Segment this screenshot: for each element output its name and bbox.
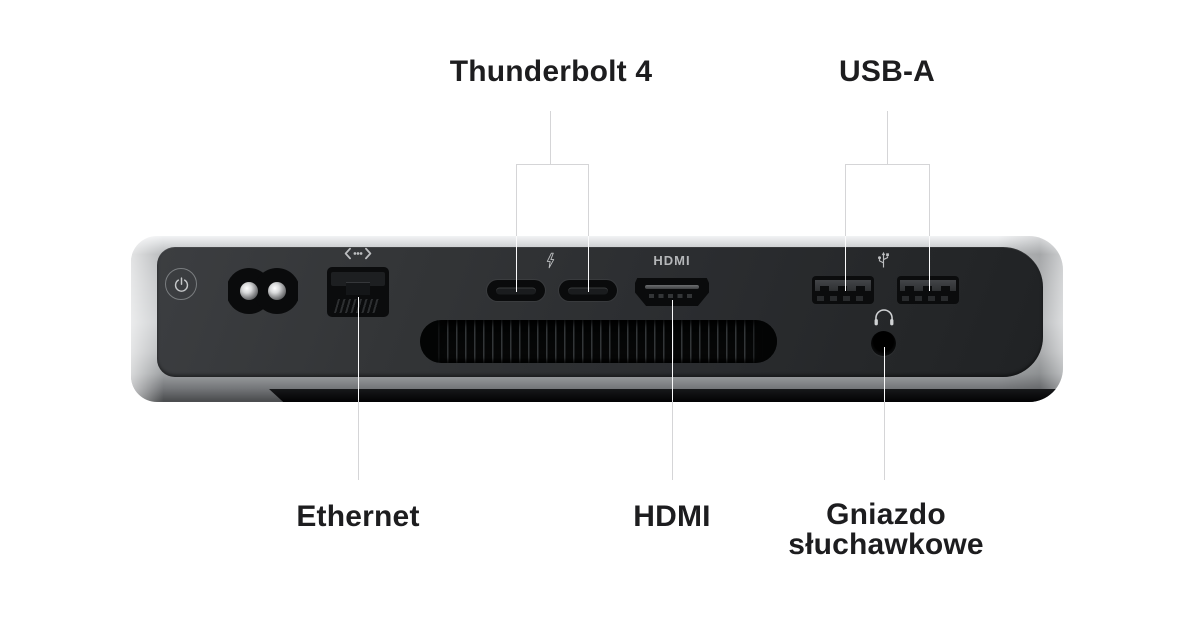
callout-line-usba-fork — [845, 164, 930, 165]
ethernet-icon — [343, 247, 373, 260]
callout-line-ethernet-on-device — [358, 297, 359, 400]
callout-line-thunderbolt-stem — [550, 111, 551, 164]
usba-tongue — [900, 280, 956, 291]
usba-pins — [817, 296, 869, 301]
callout-line-hdmi-on-device — [672, 300, 673, 400]
ethernet-connector-tab — [346, 283, 370, 295]
headphones-icon — [873, 308, 895, 327]
usb-a-port-2 — [897, 276, 959, 304]
callout-line-thunderbolt-branch-1 — [516, 164, 517, 236]
callout-line-thunderbolt-branch-2-on-device — [588, 236, 589, 292]
usba-notch — [856, 286, 865, 291]
usb-a-port-1 — [812, 276, 874, 304]
hdmi-slot — [645, 285, 699, 289]
usba-tongue — [815, 280, 871, 291]
callout-line-headphone-on-device — [884, 347, 885, 400]
callout-line-ethernet — [358, 400, 359, 480]
callout-line-thunderbolt-branch-2 — [588, 164, 589, 236]
label-headphone-jack: Gniazdo słuchawkowe — [788, 498, 984, 561]
callout-line-usba-stem — [887, 111, 888, 164]
device-chassis: HDMI — [131, 236, 1063, 402]
power-inlet — [228, 264, 298, 318]
usba-notch — [820, 286, 829, 291]
callout-line-usba-branch-2 — [929, 164, 930, 236]
usba-notch — [923, 286, 932, 291]
callout-line-usba-branch-2-on-device — [929, 236, 930, 291]
label-usb-a: USB-A — [839, 55, 935, 88]
power-icon — [173, 276, 190, 293]
label-thunderbolt-4: Thunderbolt 4 — [449, 55, 653, 88]
ethernet-connector-body — [331, 272, 385, 286]
label-hdmi: HDMI — [633, 500, 711, 533]
headphone-jack — [871, 331, 896, 356]
callout-line-usba-branch-1-on-device — [845, 236, 846, 291]
cooling-vent — [420, 320, 777, 363]
usba-pins — [902, 296, 954, 301]
device-base-shadow — [269, 389, 1060, 402]
callout-line-hdmi — [672, 400, 673, 480]
callout-line-headphone — [884, 400, 885, 480]
power-button — [165, 268, 197, 300]
usb-icon — [876, 250, 891, 270]
label-ethernet: Ethernet — [296, 500, 420, 533]
callout-line-thunderbolt-fork — [516, 164, 589, 165]
usba-notch — [905, 286, 914, 291]
callout-line-usba-branch-1 — [845, 164, 846, 236]
usba-notch — [941, 286, 950, 291]
callout-line-thunderbolt-branch-1-on-device — [516, 236, 517, 292]
rear-panel: HDMI — [157, 247, 1043, 377]
hdmi-port-label: HDMI — [653, 253, 691, 268]
ethernet-connector-pins — [333, 299, 381, 313]
hdmi-pins — [649, 294, 695, 298]
thunderbolt-icon — [545, 252, 556, 269]
usba-notch — [838, 286, 847, 291]
